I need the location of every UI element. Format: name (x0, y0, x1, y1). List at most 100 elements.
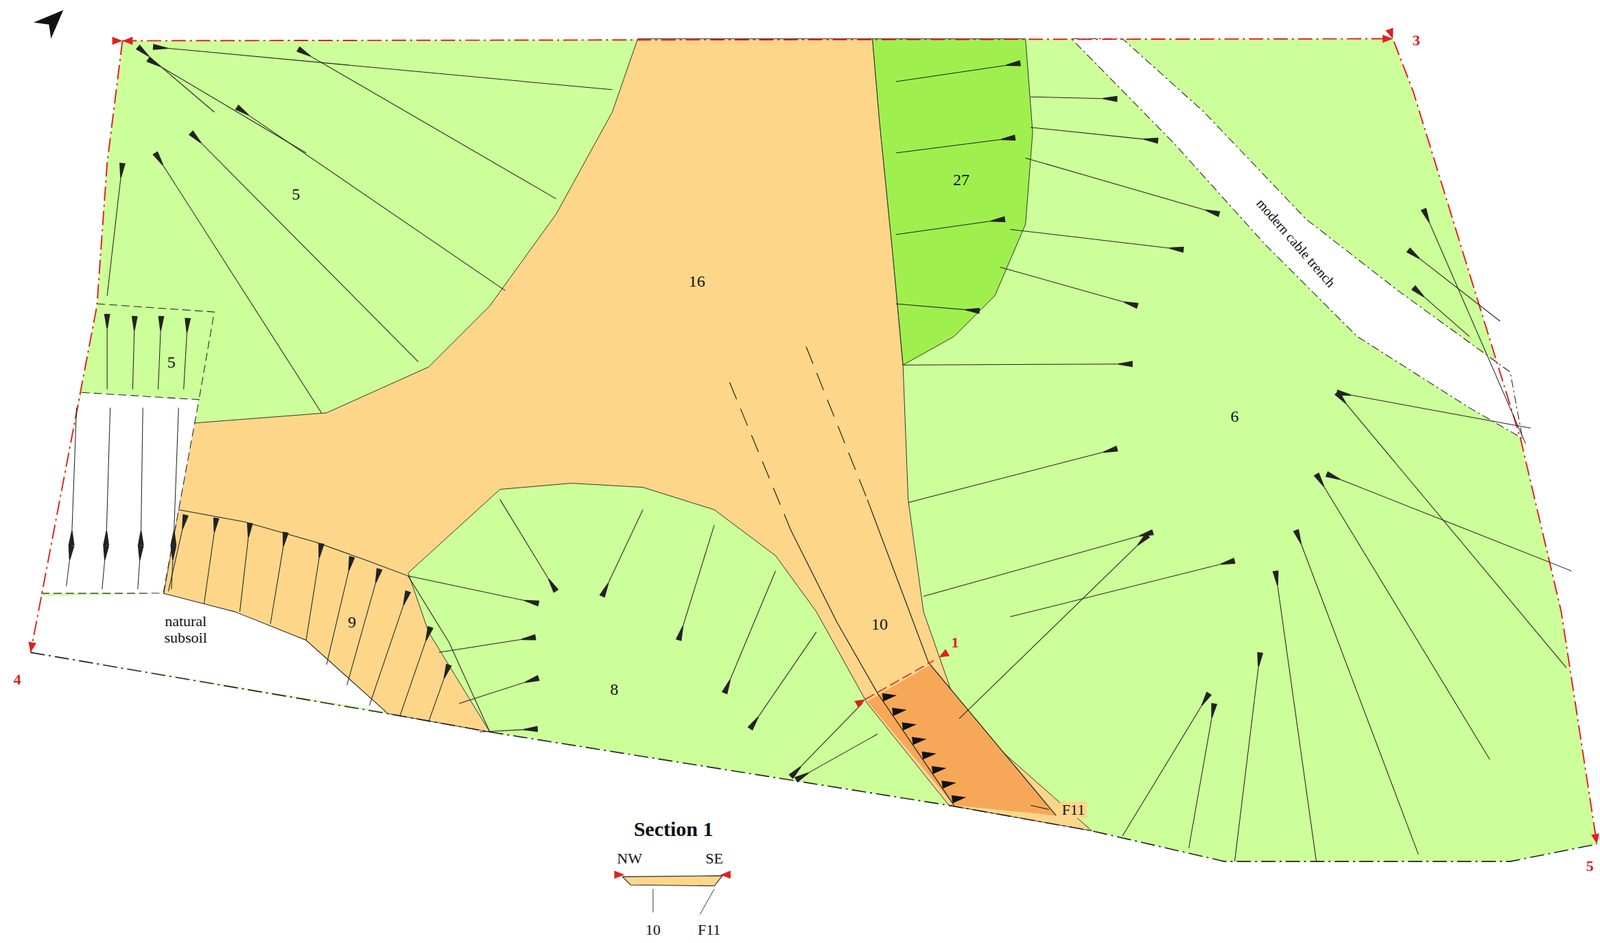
hachure-head (170, 531, 178, 546)
corner-number: 3 (1410, 32, 1423, 49)
hachure-head (372, 568, 383, 584)
hachure-head (990, 216, 1006, 225)
feature-hachure (951, 793, 967, 805)
section-arrow (614, 870, 625, 879)
section-profile (622, 876, 723, 887)
hachure-head (1293, 528, 1305, 545)
hachure (923, 532, 1154, 597)
hachure-head (1313, 472, 1327, 488)
survey-marker (26, 642, 37, 654)
hachure (1189, 703, 1215, 849)
hachure-head (345, 556, 355, 572)
hachure-head (179, 514, 189, 530)
hachure (306, 543, 322, 641)
hachure-head (102, 531, 110, 546)
trench-limit (122, 38, 1597, 844)
hachure-head (521, 634, 537, 643)
hachure-head (137, 531, 145, 546)
section-arrow (720, 870, 731, 879)
layer-number: 5 (165, 353, 178, 372)
hachure (439, 637, 536, 653)
feature-hachure (891, 706, 908, 717)
hachure-head (188, 130, 204, 145)
hachure-head (523, 725, 538, 733)
hachure (500, 499, 557, 592)
feature-number: F11 (695, 922, 723, 939)
hachure-head (157, 316, 165, 331)
layer-number: 16 (686, 272, 708, 291)
survey-marker (112, 37, 123, 46)
layer-number: 10 (643, 922, 663, 939)
hachure (1009, 229, 1184, 250)
hachure (1407, 249, 1500, 322)
hachure (137, 46, 215, 112)
hachure-head (135, 44, 151, 59)
survey-marker (122, 37, 133, 46)
hachure-head (296, 45, 312, 59)
band-edge (867, 499, 1056, 816)
hachure-head (1325, 471, 1342, 483)
hachure-head (1219, 557, 1235, 568)
layer-number: 8 (607, 680, 621, 699)
hachure (1009, 561, 1235, 618)
orientation-label: SE (703, 850, 726, 868)
hachure (724, 570, 776, 693)
hachure (1336, 392, 1567, 668)
layer-area (163, 38, 1092, 831)
feature-hachure (902, 720, 918, 731)
hachure-head (1208, 703, 1218, 719)
hachure (297, 48, 556, 199)
hachure (896, 63, 1021, 82)
band-edge (806, 346, 868, 500)
leader-line (652, 889, 654, 913)
hachure-head (211, 518, 220, 534)
hachure (107, 163, 123, 296)
feature-hachure (911, 735, 927, 746)
hachure (959, 535, 1148, 720)
section-line (865, 660, 934, 700)
hachure-head (1143, 136, 1159, 145)
hachure-head (183, 318, 191, 333)
hachure-head (1103, 95, 1118, 102)
hachure-head (794, 770, 811, 783)
layer-area (872, 38, 1033, 366)
hachure-head (1005, 60, 1021, 69)
hachure (1275, 570, 1316, 862)
hachure (1122, 693, 1209, 837)
hachure-head (1406, 247, 1422, 262)
strip-edge (40, 392, 199, 594)
hachure-head (1199, 691, 1212, 707)
hachure-head (400, 590, 411, 607)
hachure-head (280, 531, 289, 547)
hachure (173, 408, 179, 547)
hachure-head (1118, 360, 1133, 368)
leader-line (1030, 805, 1050, 810)
hachure (190, 132, 419, 362)
hachure (408, 576, 539, 604)
subsoil-label: natural subsoil (146, 612, 226, 646)
north-arrow (33, 10, 64, 40)
hachure (1000, 266, 1139, 306)
hachure (1316, 474, 1491, 760)
hachure-head (1255, 652, 1264, 668)
layer-number: 27 (950, 170, 972, 189)
hachure (908, 448, 1118, 503)
hachure-head (101, 545, 110, 561)
section-number: 1 (949, 634, 962, 652)
hachure-head (1001, 134, 1017, 143)
hachure (1336, 392, 1531, 429)
hachure-head (66, 545, 75, 561)
trench-limit (30, 652, 1598, 862)
hachure (326, 557, 352, 666)
hachure-head (1102, 445, 1118, 456)
section-arrow (854, 696, 868, 709)
hachure (236, 107, 505, 291)
hachure (896, 219, 1006, 235)
hachure (153, 46, 613, 90)
hachure-head (245, 522, 254, 538)
hachure-head (1420, 207, 1432, 224)
hachure-head (152, 151, 166, 167)
hachure-head (441, 664, 452, 680)
hachure-head (546, 577, 559, 593)
